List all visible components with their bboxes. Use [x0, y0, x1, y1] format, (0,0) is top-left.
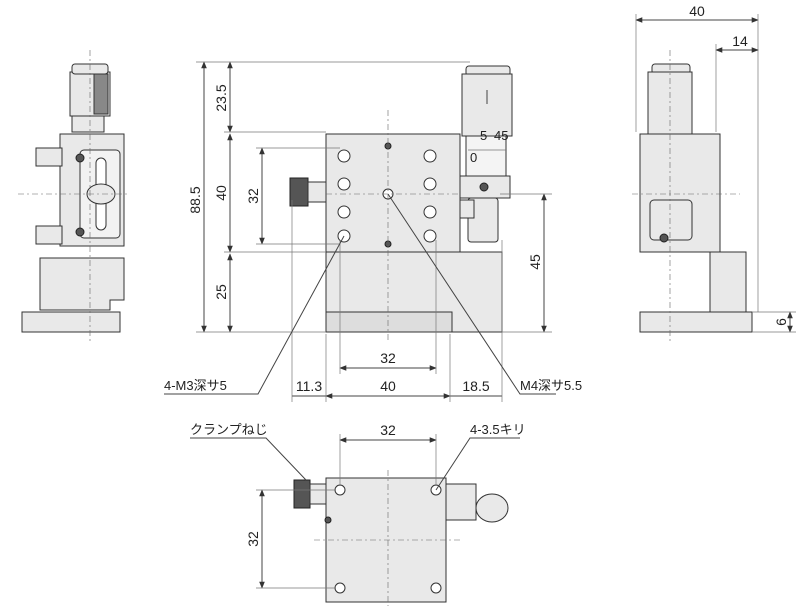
- label-tapped-holes: 4-M3深サ5: [164, 378, 227, 393]
- micrometer-scale: 0 5 45: [470, 128, 508, 165]
- dimension-lines: [164, 14, 796, 589]
- scale-label-0: 0: [470, 150, 477, 165]
- dim-height-lower: 25: [213, 284, 229, 300]
- dim-left-offset: 11.3: [296, 378, 322, 394]
- dim-plan-pitch-v: 32: [245, 531, 261, 547]
- scale-label-1: 5: [480, 128, 487, 143]
- dim-body-width: 40: [380, 378, 396, 394]
- dim-right-offset: 18.5: [462, 378, 489, 394]
- plan-view: [293, 470, 509, 606]
- left-side-view: [18, 50, 128, 342]
- right-side-view: [632, 50, 753, 342]
- dim-top-offset: 14: [732, 33, 748, 49]
- dim-height-upper: 23.5: [213, 84, 229, 111]
- dim-height-total: 88.5: [187, 186, 203, 213]
- dimension-texts: 40 14 88.5 23.5 40 32 25 45 6 32 11.3 40…: [187, 3, 789, 547]
- label-through-holes: 4-3.5キリ: [470, 422, 526, 437]
- dim-plan-pitch-h: 32: [380, 422, 396, 438]
- label-clamp-screw: クランプねじ: [190, 422, 268, 437]
- dim-hole-pitch-v: 32: [245, 188, 261, 204]
- dim-height-mid: 40: [213, 185, 229, 201]
- front-view: 0 5 45: [289, 65, 513, 340]
- dim-hole-pitch-h: 32: [380, 350, 396, 366]
- dim-base-thickness: 6: [773, 318, 789, 326]
- label-center-tap: M4深サ5.5: [520, 378, 582, 393]
- callout-labels: 4-M3深サ5 M4深サ5.5 クランプねじ 4-3.5キリ: [164, 378, 582, 437]
- dim-height-right: 45: [527, 254, 543, 270]
- dim-top-width: 40: [689, 3, 705, 19]
- scale-label-2: 45: [494, 128, 508, 143]
